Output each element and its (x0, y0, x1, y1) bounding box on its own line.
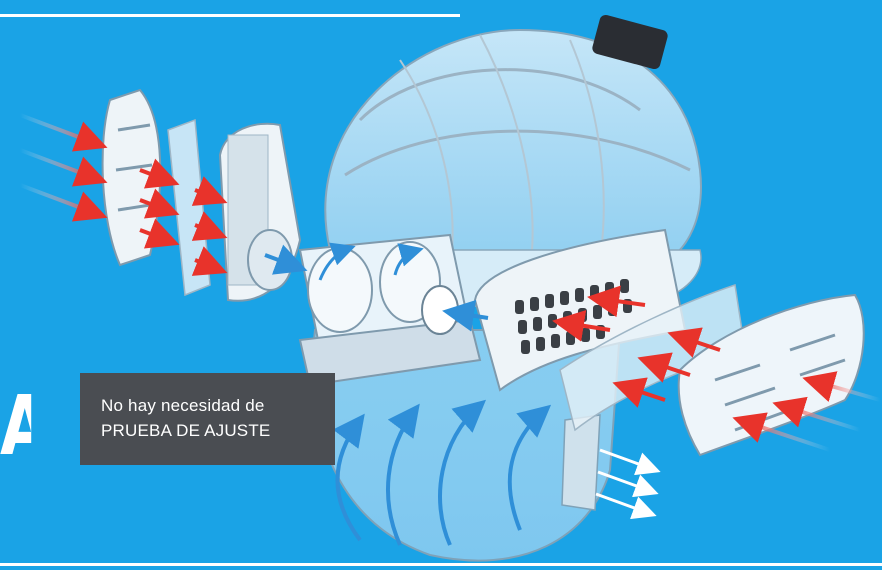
callout-line-2: PRUEBA DE AJUSTE (101, 421, 271, 440)
callout-line-1: No hay necesidad de (101, 396, 265, 415)
intake-arrows-left (19, 113, 228, 276)
filter-cover-left (101, 88, 162, 267)
filter-cover-right (677, 293, 865, 457)
fit-test-callout: No hay necesidad de PRUEBA DE AJUSTE (80, 373, 335, 465)
blower-unit (298, 233, 482, 387)
pre-filter-left (167, 118, 211, 297)
intake-arrows-right (552, 285, 881, 452)
filter-cartridge-left (218, 122, 302, 302)
exhaust-arrows (595, 448, 661, 520)
airflow-arrow-right (442, 299, 489, 332)
face-airflow-arrows (332, 399, 552, 546)
headline-fragment: A (0, 382, 31, 472)
bottom-rule (0, 563, 882, 566)
top-rule (0, 14, 460, 17)
airflow-arrow-left (264, 244, 308, 275)
